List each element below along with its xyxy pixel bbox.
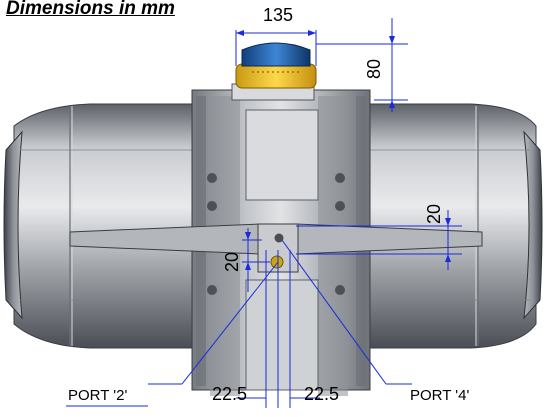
dimension-label-80: 80 [364, 58, 385, 80]
dimension-label-right-20: 20 [424, 203, 445, 225]
dimension-lines [66, 18, 462, 408]
port-4-label: PORT '4' [410, 387, 470, 404]
port-2-label: PORT '2' [68, 387, 128, 404]
dimension-label-left-20: 20 [222, 251, 243, 273]
dimension-label-135: 135 [263, 5, 294, 25]
position-indicator [231, 42, 317, 101]
dimension-arrowheads [236, 30, 451, 270]
page-title: Dimensions in mm [6, 0, 175, 19]
left-cylinder [3, 103, 211, 349]
mounting-rail [69, 223, 483, 273]
dimension-label-bottom-right: 22.5 [304, 384, 340, 404]
dimension-label-bottom-left: 22.5 [212, 384, 248, 404]
